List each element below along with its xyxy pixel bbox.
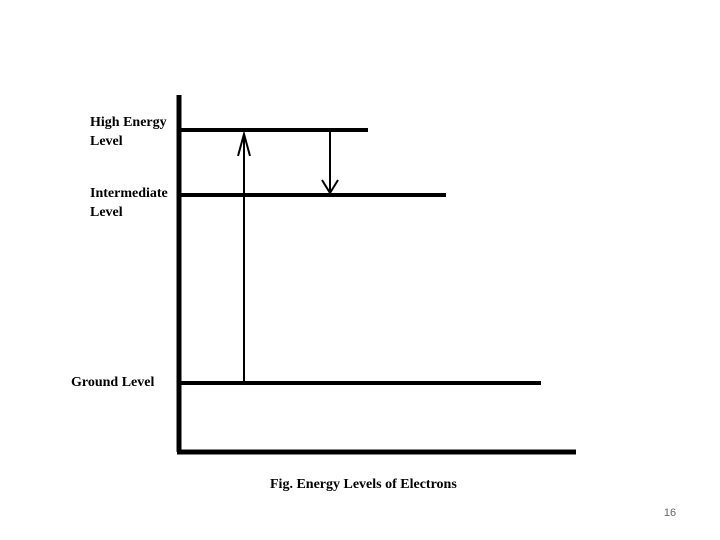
decay-arrow	[321, 132, 339, 195]
excitation-arrow	[237, 130, 251, 382]
figure-caption: Fig. Energy Levels of Electrons	[270, 477, 457, 492]
high-energy-label-line1: High Energy	[90, 115, 167, 130]
excitation-arrowhead	[237, 130, 251, 157]
intermediate-label-line1: Intermediate	[90, 186, 168, 201]
decay-arrowhead	[321, 179, 339, 195]
ground-level-label: Ground Level	[71, 375, 154, 390]
page-number: 16	[663, 507, 677, 519]
high-energy-label-line2: Level	[90, 134, 123, 149]
intermediate-label-line2: Level	[90, 205, 123, 220]
